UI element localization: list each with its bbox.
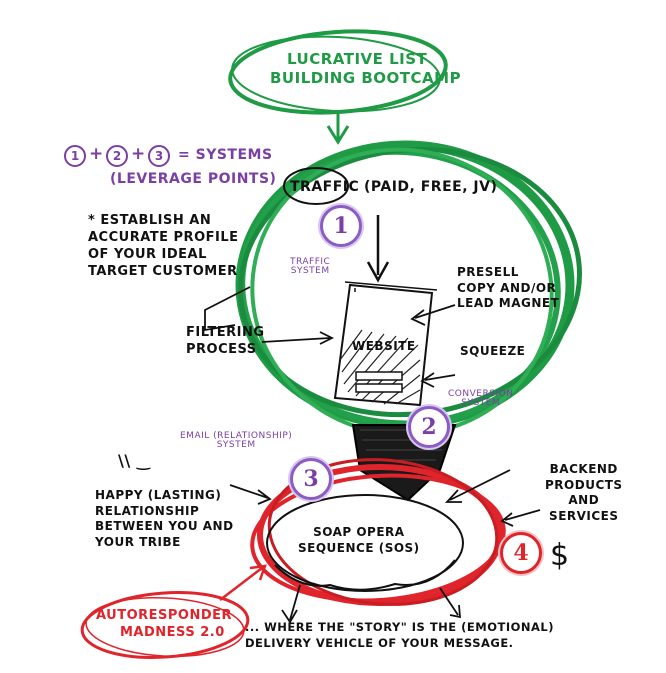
- title-line-1: LUCRATIVE LIST: [287, 50, 428, 68]
- story-text: ... WHERE THE "STORY" IS THE (EMOTIONAL)…: [245, 620, 554, 650]
- formula-plus-2: +: [131, 144, 146, 164]
- formula-number-2: 2: [106, 145, 128, 167]
- step-3-badge: 3: [290, 458, 332, 500]
- autoresponder-line-1: AUTORESPONDER: [96, 608, 233, 623]
- happy-relationship: HAPPY (LASTING) RELATIONSHIP BETWEEN YOU…: [95, 488, 234, 549]
- step-1-badge: 1: [320, 205, 362, 247]
- dollar-icon: $: [550, 538, 570, 573]
- filtering-process: FILTERING PROCESS: [186, 325, 265, 357]
- backend-text: BACKEND PRODUCTS AND SERVICES: [545, 462, 623, 523]
- traffic-system-label: TRAFFIC SYSTEM: [290, 257, 331, 277]
- sos-text: SOAP OPERA SEQUENCE (SOS): [298, 525, 420, 556]
- squeeze-text: SQUEEZE: [460, 344, 526, 358]
- step-2-badge: 2: [408, 406, 450, 448]
- sos-oval: [266, 494, 464, 592]
- traffic-sources: (PAID, FREE, JV): [364, 179, 498, 195]
- formula-leverage: (LEVERAGE POINTS): [110, 171, 277, 187]
- smiley: \\ ‿: [118, 451, 151, 470]
- title-arrow: [326, 112, 350, 145]
- step-4-badge: 4: [500, 532, 542, 574]
- formula-plus-1: +: [89, 144, 104, 164]
- presell-text: PRESELL COPY AND/OR LEAD MAGNET: [457, 265, 560, 311]
- title-line-2: BUILDING BOOTCAMP: [270, 69, 462, 87]
- formula-number-3: 3: [148, 145, 170, 167]
- traffic-oval: [283, 167, 349, 205]
- autoresponder-line-2: MADNESS 2.0: [120, 625, 225, 640]
- conversion-system-label: CONVERSION SYSTEM: [448, 389, 514, 409]
- traffic-label: TRAFFIC: [290, 179, 360, 195]
- website-label: WEBSITE: [352, 339, 416, 353]
- website-bar-1: [355, 371, 403, 381]
- autoresponder-oval: [80, 591, 250, 659]
- email-system-label: EMAIL (RELATIONSHIP) SYSTEM: [180, 431, 293, 451]
- profile-note: * ESTABLISH AN ACCURATE PROFILE OF YOUR …: [88, 213, 239, 279]
- autoresponder-arrow: [219, 564, 267, 601]
- formula-systems: = SYSTEMS: [178, 147, 273, 163]
- website-bar-2: [355, 383, 403, 393]
- formula-number-1: 1: [64, 145, 86, 167]
- traffic-arrow: [366, 215, 390, 283]
